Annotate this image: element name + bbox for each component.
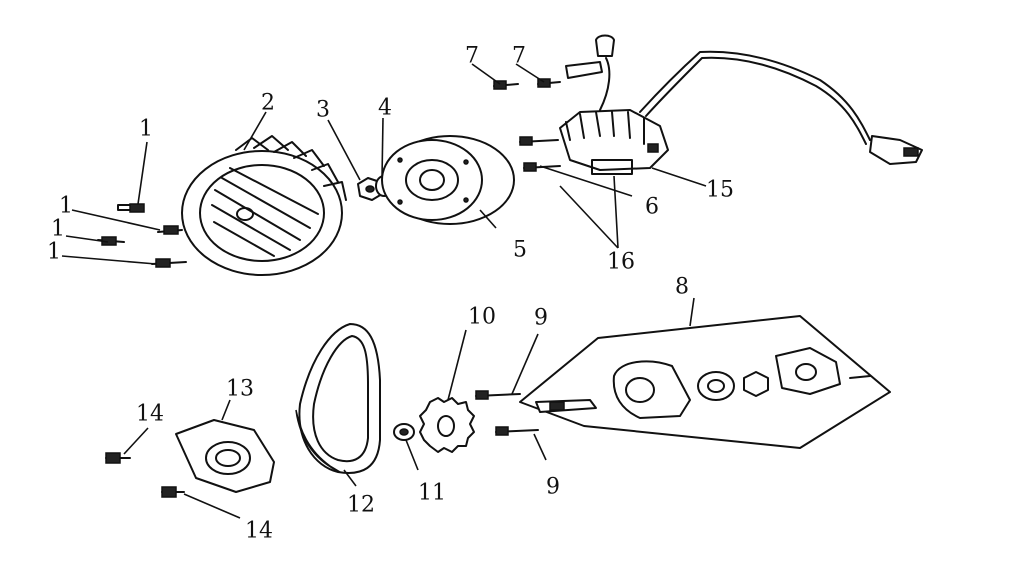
screw-1a — [117, 203, 145, 213]
sprocket-10 — [419, 397, 475, 453]
callout-7: 7 — [512, 44, 526, 69]
screw-16a — [519, 136, 559, 146]
callout-labels: 1 1 1 1 2 3 4 5 6 7 7 8 9 9 10 11 12 13 … — [47, 44, 734, 544]
callout-1: 1 — [59, 194, 73, 219]
callout-10: 10 — [468, 305, 496, 330]
callout-8: 8 — [675, 275, 689, 300]
callout-9: 9 — [534, 306, 548, 331]
callout-9: 9 — [546, 475, 560, 500]
screw-9a — [475, 390, 521, 400]
chain-12 — [295, 323, 381, 474]
screw-7b — [537, 78, 561, 88]
screw-1d — [151, 258, 187, 268]
screw-9b — [495, 426, 539, 436]
callout-16: 16 — [607, 250, 635, 275]
callout-1: 1 — [139, 117, 153, 142]
screw-7a — [493, 80, 519, 90]
callout-3: 3 — [316, 98, 330, 123]
leader-lines — [61, 63, 707, 519]
callout-7: 7 — [465, 44, 479, 69]
callout-1: 1 — [51, 217, 65, 242]
oil-pump-assembly-8 — [519, 315, 891, 449]
callout-14: 14 — [136, 402, 164, 427]
bushing-11 — [393, 423, 415, 441]
callout-1: 1 — [47, 240, 61, 265]
callout-2: 2 — [261, 91, 275, 116]
screw-14b — [161, 486, 185, 498]
callout-15: 15 — [706, 178, 734, 203]
callout-13: 13 — [226, 377, 254, 402]
callout-5: 5 — [513, 238, 527, 263]
wire-harness — [565, 34, 923, 165]
flywheel-rotor-5 — [381, 135, 515, 225]
callout-11: 11 — [418, 481, 446, 506]
screw-1b — [157, 225, 183, 235]
callout-14: 14 — [245, 519, 273, 544]
callout-4: 4 — [378, 96, 392, 121]
callout-12: 12 — [347, 493, 375, 518]
cooling-fan — [181, 135, 347, 276]
callout-6: 6 — [645, 195, 659, 220]
cover-plate-13 — [175, 419, 275, 493]
screw-14a — [105, 452, 131, 464]
stator-15 — [559, 109, 669, 175]
